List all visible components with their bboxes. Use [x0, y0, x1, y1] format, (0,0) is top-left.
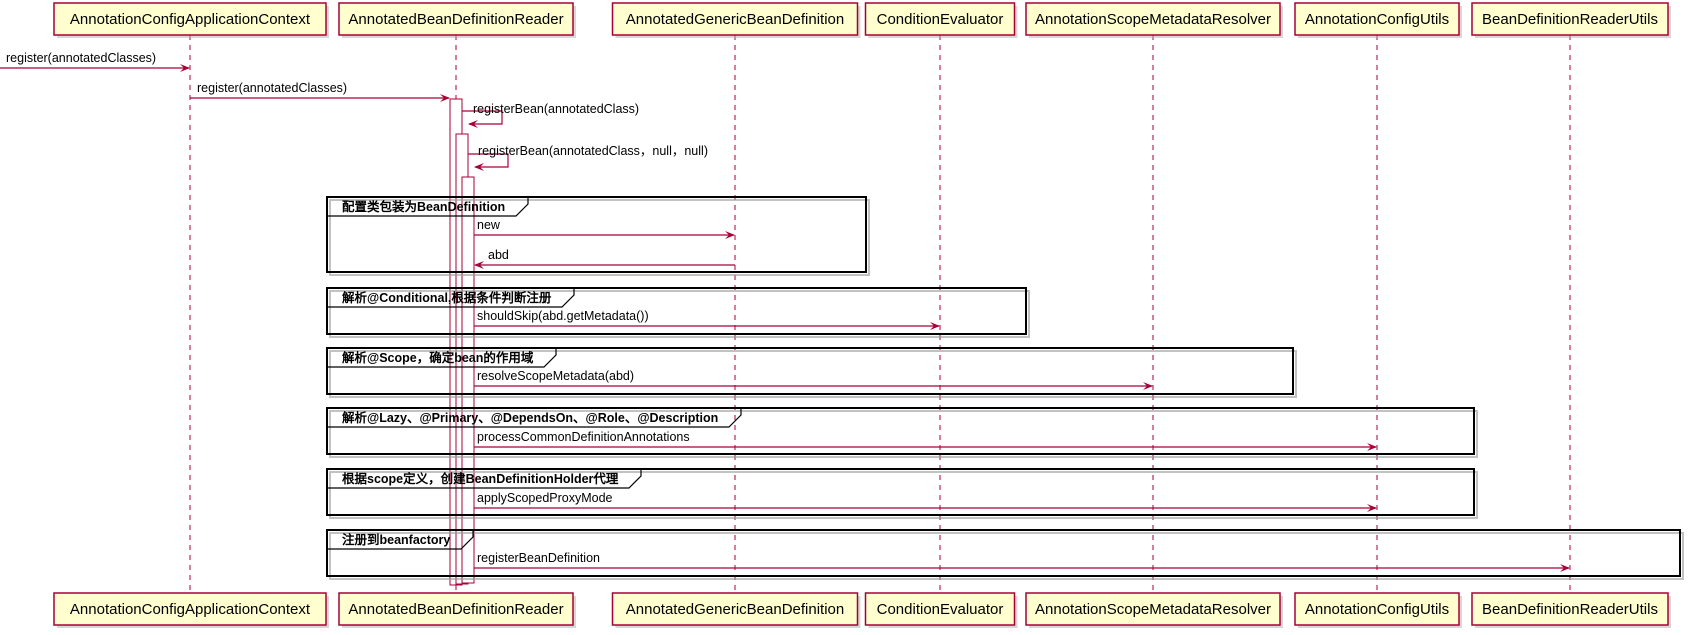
participant-label: AnnotatedGenericBeanDefinition — [626, 11, 844, 28]
participant-acac-top: AnnotationConfigApplicationContext — [53, 2, 329, 38]
group-frame-6: 注册到beanfactory — [326, 529, 1684, 580]
participant-agbd-top: AnnotatedGenericBeanDefinition — [611, 2, 861, 38]
participant-bdru-top: BeanDefinitionReaderUtils — [1471, 2, 1671, 38]
message-label: registerBean(annotatedClass) — [473, 102, 639, 116]
message-label: abd — [488, 248, 509, 262]
message-label: registerBeanDefinition — [477, 551, 600, 565]
participant-label: AnnotationScopeMetadataResolver — [1035, 11, 1271, 28]
group-title: 配置类包装为BeanDefinition — [342, 199, 505, 214]
participant-label: BeanDefinitionReaderUtils — [1482, 601, 1658, 618]
participant-label: AnnotationConfigApplicationContext — [70, 601, 311, 618]
group-frame-1: 配置类包装为BeanDefinition — [326, 196, 870, 276]
participant-label: AnnotatedBeanDefinitionReader — [348, 601, 563, 618]
group-title: 解析@Conditional,根据条件判断注册 — [342, 290, 552, 305]
message-label: register(annotatedClasses) — [6, 51, 156, 65]
participant-label: AnnotationScopeMetadataResolver — [1035, 601, 1271, 618]
message-label: register(annotatedClasses) — [197, 81, 347, 95]
participant-acu-top: AnnotationConfigUtils — [1294, 2, 1462, 38]
message-10: applyScopedProxyMode — [474, 491, 1377, 512]
participant-label: ConditionEvaluator — [877, 11, 1004, 28]
group-title: 解析@Scope，确定bean的作用域 — [342, 350, 534, 365]
participant-label: AnnotatedGenericBeanDefinition — [626, 601, 844, 618]
participant-asmr-bottom: AnnotationScopeMetadataResolver — [1025, 592, 1283, 628]
message-label: new — [477, 218, 501, 232]
message-7: shouldSkip(abd.getMetadata()) — [474, 309, 940, 330]
group-frame-2: 解析@Conditional,根据条件判断注册 — [326, 287, 1030, 338]
message-1: register(annotatedClasses) — [0, 51, 190, 72]
message-8: resolveScopeMetadata(abd) — [474, 369, 1153, 390]
self-message-arrow — [468, 153, 509, 171]
message-3: registerBean(annotatedClass) — [462, 102, 639, 128]
participant-label: BeanDefinitionReaderUtils — [1482, 11, 1658, 28]
message-label: processCommonDefinitionAnnotations — [477, 430, 690, 444]
participant-ce-bottom: ConditionEvaluator — [864, 592, 1018, 628]
participant-abdr-top: AnnotatedBeanDefinitionReader — [338, 2, 576, 38]
participant-asmr-top: AnnotationScopeMetadataResolver — [1025, 2, 1283, 38]
participant-label: AnnotationConfigApplicationContext — [70, 11, 311, 28]
message-label: registerBean(annotatedClass，null，null) — [478, 144, 708, 158]
group-frame-4: 解析@Lazy、@Primary、@DependsOn、@Role、@Descr… — [326, 407, 1478, 458]
participant-abdr-bottom: AnnotatedBeanDefinitionReader — [338, 592, 576, 628]
participant-acu-bottom: AnnotationConfigUtils — [1294, 592, 1462, 628]
message-2: register(annotatedClasses) — [190, 81, 450, 102]
group-frame-5: 根据scope定义，创建BeanDefinitionHolder代理 — [326, 468, 1478, 519]
message-label: resolveScopeMetadata(abd) — [477, 369, 634, 383]
message-11: registerBeanDefinition — [474, 551, 1570, 572]
participant-acac-bottom: AnnotationConfigApplicationContext — [53, 592, 329, 628]
message-6: abd — [474, 248, 735, 269]
participant-bdru-bottom: BeanDefinitionReaderUtils — [1471, 592, 1671, 628]
participant-agbd-bottom: AnnotatedGenericBeanDefinition — [611, 592, 861, 628]
message-5: new — [474, 218, 735, 239]
activation-bar-3 — [461, 176, 475, 584]
group-frame-3: 解析@Scope，确定bean的作用域 — [326, 347, 1297, 398]
self-message-arrow — [462, 110, 503, 128]
message-label: shouldSkip(abd.getMetadata()) — [477, 309, 649, 323]
group-title: 根据scope定义，创建BeanDefinitionHolder代理 — [342, 471, 619, 486]
message-4: registerBean(annotatedClass，null，null) — [468, 144, 708, 171]
participant-label: AnnotatedBeanDefinitionReader — [348, 11, 563, 28]
group-title: 解析@Lazy、@Primary、@DependsOn、@Role、@Descr… — [342, 410, 718, 425]
participant-ce-top: ConditionEvaluator — [864, 2, 1018, 38]
participant-label: AnnotationConfigUtils — [1305, 601, 1449, 618]
message-9: processCommonDefinitionAnnotations — [474, 430, 1377, 451]
participant-label: ConditionEvaluator — [877, 601, 1004, 618]
message-label: applyScopedProxyMode — [477, 491, 613, 505]
group-title: 注册到beanfactory — [342, 532, 450, 547]
participant-label: AnnotationConfigUtils — [1305, 11, 1449, 28]
